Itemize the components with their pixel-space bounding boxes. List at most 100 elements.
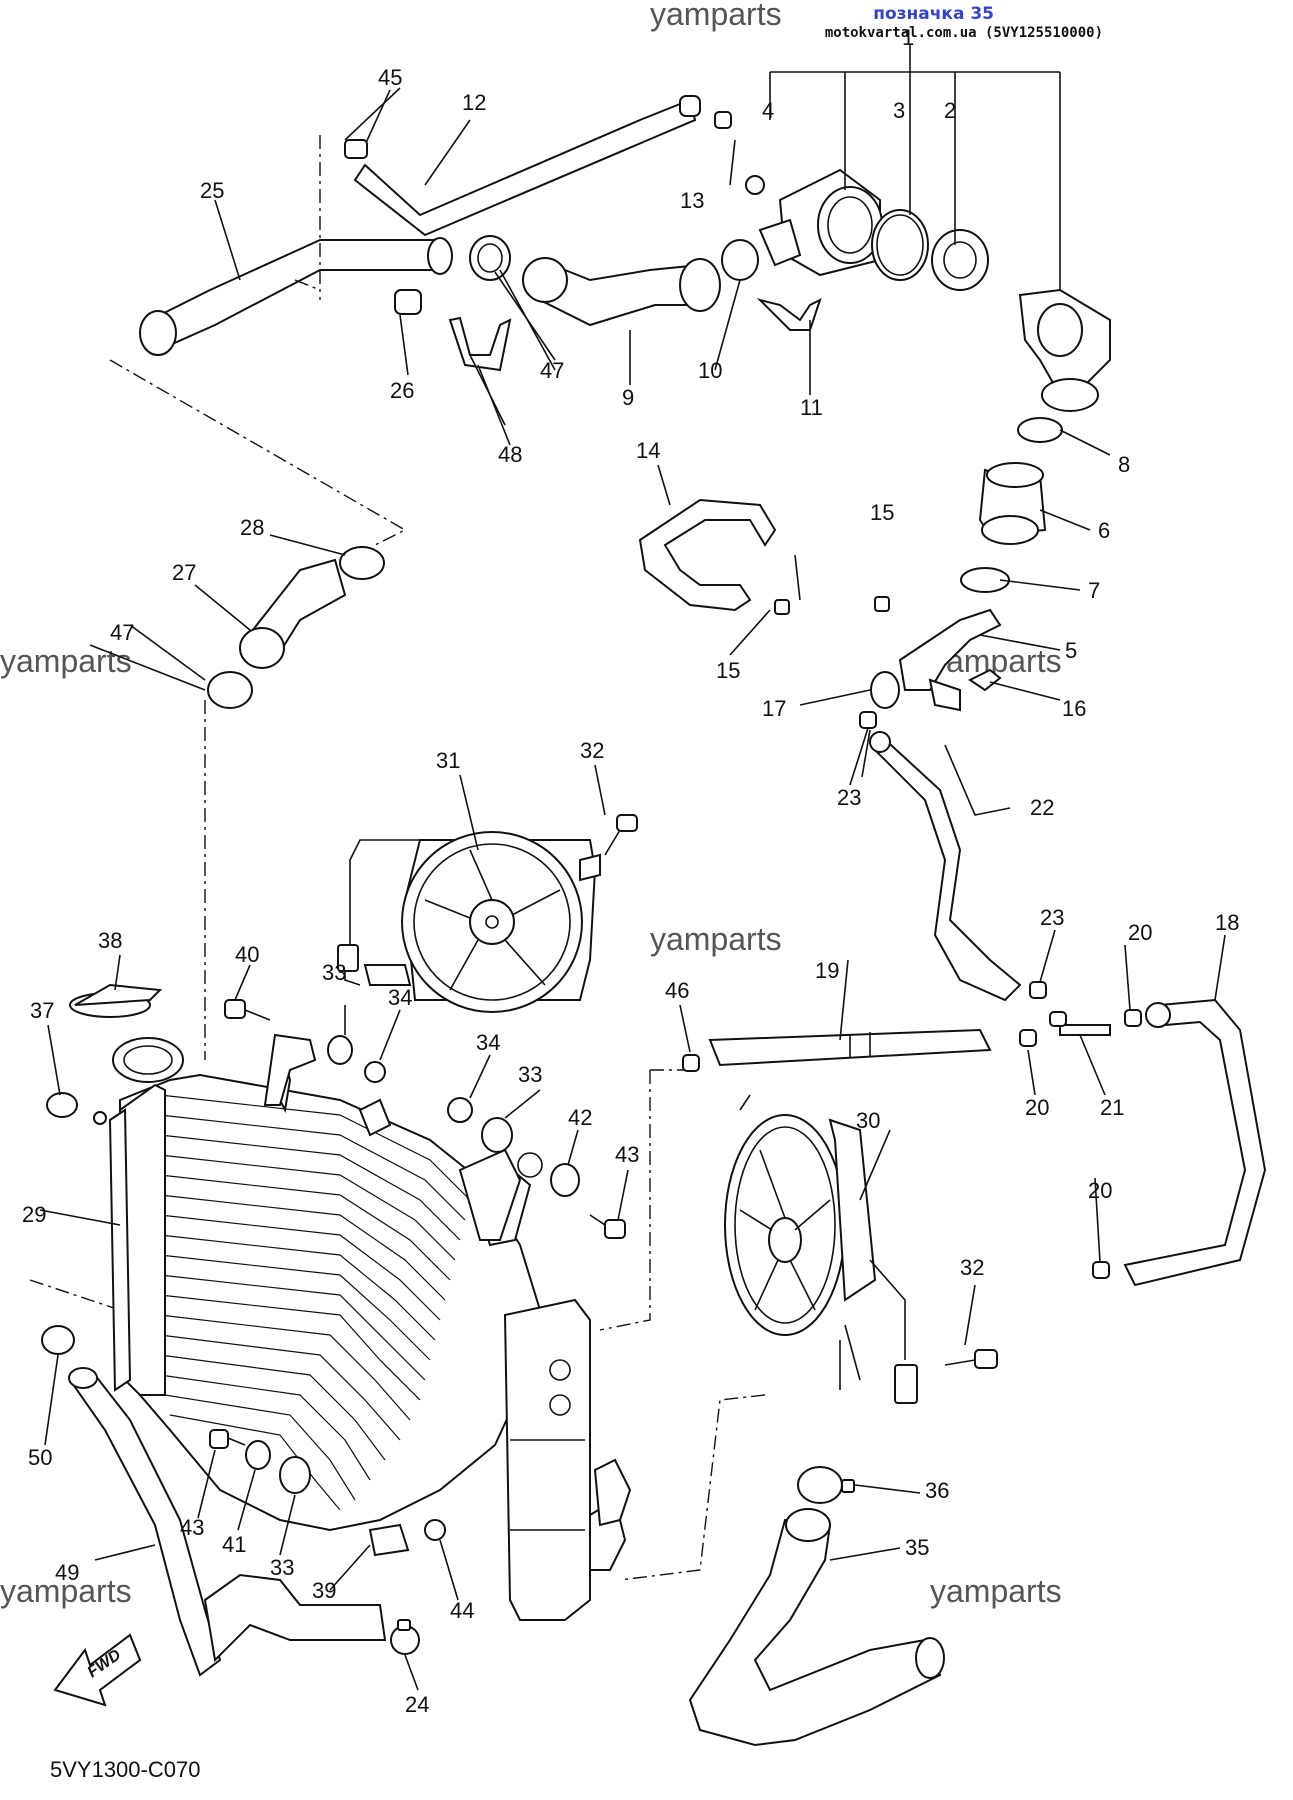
callout-28: 28 [240,515,264,540]
callout-14: 14 [636,438,660,463]
pipe-21 [1049,1011,1111,1036]
bolt-16 [968,668,1002,692]
clamp-8 [1017,417,1063,443]
callout-line [39,87,1226,1691]
bolt-40 [224,999,271,1021]
clamp-11 [756,298,822,331]
callout-12: 12 [462,90,486,115]
callout-36: 36 [925,1478,949,1503]
callout-7: 7 [1088,578,1100,603]
thermostat-housing [745,168,883,277]
o-ring-17 [870,671,900,709]
callout-49: 49 [55,1560,79,1585]
callout-22: 22 [1030,795,1054,820]
collar-34-a [364,1061,386,1083]
clip-50 [41,1325,75,1355]
callout-44: 44 [450,1598,474,1623]
callout-5: 5 [1065,638,1077,663]
callout-34: 34 [388,985,412,1010]
leader-dash [619,1394,766,1581]
thermostat-cover [1018,288,1111,412]
bracket [263,1033,317,1106]
callout-46: 46 [665,978,689,1003]
hose-25 [139,237,453,356]
callout-6: 6 [1098,518,1110,543]
clamp-47-mid [207,671,253,709]
clamp-47-upper [469,235,511,281]
fan-31 [337,831,601,1013]
clamps-15 [774,596,890,615]
filler-neck [112,1037,184,1083]
callout-26: 26 [390,378,414,403]
fitting-26 [394,289,422,315]
callout-40: 40 [235,942,259,967]
callout-1: 1 [902,25,914,50]
callout-50: 50 [28,1445,52,1470]
callout-21: 21 [1100,1095,1124,1120]
hose-stub [593,1458,632,1527]
callout-33: 33 [270,1555,294,1580]
washer-42 [550,1163,580,1197]
watermark: yamparts [930,1573,1062,1609]
callout-11: 11 [800,395,823,420]
callout-2: 2 [944,98,956,123]
clamp-7 [960,567,1010,593]
callout-10: 10 [698,358,722,383]
callout-43: 43 [615,1142,639,1167]
callout-25: 25 [200,178,224,203]
callout-20: 20 [1128,920,1152,945]
callout-23: 23 [1040,905,1064,930]
grommet-33-c [279,1456,311,1494]
collar-34-b [447,1097,473,1123]
bracket-right [458,1148,543,1241]
callout-8: 8 [1118,452,1130,477]
callout-labels: 1 2 3 4 5 6 7 8 9 10 11 12 13 14 15 15 1… [22,25,1239,1717]
callout-47: 47 [110,620,134,645]
grommet-33-a [327,1035,353,1065]
diagram-code: 5VY1300-C070 [50,1757,201,1782]
callout-48: 48 [498,442,522,467]
hose-12 [353,95,701,237]
callout-47: 47 [540,358,564,383]
washer-41 [245,1440,271,1470]
radiator-29 [108,1057,627,1621]
callout-32: 32 [960,1255,984,1280]
callout-17: 17 [762,696,786,721]
leader-dash [294,135,321,300]
bolt-32-top [604,814,638,856]
callout-33: 33 [518,1062,542,1087]
clamp-28 [339,546,385,580]
callout-19: 19 [815,958,839,983]
hose-35 [688,1508,945,1747]
hose-6 [978,462,1047,545]
callout-33: 33 [322,960,346,985]
clip-37 [46,1092,107,1125]
callout-20: 20 [1088,1178,1112,1203]
pipe-5 [898,608,1002,712]
bolt-32-bottom [944,1349,998,1369]
callout-37: 37 [30,998,54,1023]
callout-45: 45 [378,65,402,90]
bolt-43-left [209,1429,246,1449]
callout-34: 34 [476,1030,500,1055]
callout-23: 23 [837,785,861,810]
hose-14 [638,498,777,612]
hose-27 [239,558,347,669]
callout-30: 30 [856,1108,880,1133]
callout-31: 31 [436,748,460,773]
header-subtitle: motokvartal.com.ua (5VY125510000) [824,25,1103,41]
clamp-36 [797,1466,855,1504]
fwd-arrow-icon: FWD [53,1633,142,1707]
header-title: позначка 35 [873,4,994,24]
callout-16: 16 [1062,696,1086,721]
hose-18 [1123,998,1267,1287]
hose-49 [68,1367,387,1677]
callout-43: 43 [180,1515,204,1540]
fitting-45 [344,139,368,159]
hose-22 [869,731,1022,1002]
callout-29: 29 [22,1202,46,1227]
fan-30 [724,1094,918,1404]
callout-13: 13 [680,188,704,213]
callout-4: 4 [762,98,774,123]
clip-13 [714,111,732,129]
